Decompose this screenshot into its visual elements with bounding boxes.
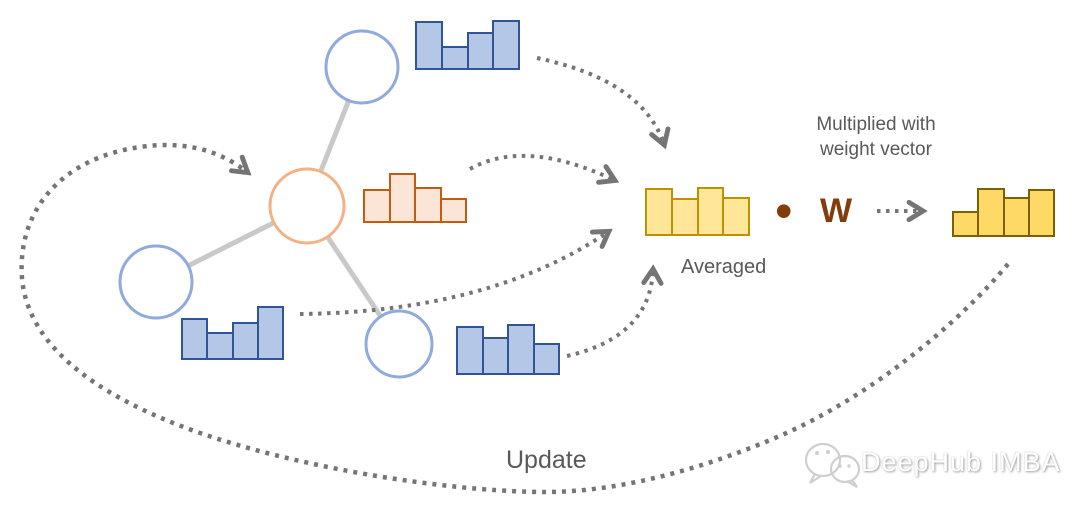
hist-bar bbox=[952, 211, 980, 237]
arrow-center-to-averaged bbox=[469, 153, 620, 185]
histogram-output bbox=[952, 188, 1055, 237]
node-top bbox=[324, 29, 400, 105]
update-label: Update bbox=[506, 446, 587, 474]
node-bottom bbox=[364, 309, 434, 379]
hist-bar bbox=[256, 306, 284, 360]
watermark-text: DeepHub IMBA bbox=[861, 447, 1061, 477]
node-bottom-left bbox=[118, 244, 194, 320]
hist-bar bbox=[532, 342, 560, 375]
wechat-icon bbox=[804, 442, 861, 488]
histogram-neighbor-bottom-left bbox=[181, 306, 284, 360]
weight-vector-symbol: W bbox=[820, 192, 853, 230]
histogram-neighbor-top bbox=[415, 20, 520, 70]
arrow-top-to-averaged bbox=[536, 56, 671, 150]
hist-bar bbox=[1027, 188, 1055, 237]
hist-bar bbox=[466, 31, 495, 70]
hist-bar bbox=[507, 324, 535, 375]
hist-bar bbox=[206, 331, 234, 360]
multiplied-line2: weight vector bbox=[820, 139, 932, 160]
node-center bbox=[268, 167, 346, 245]
multiplied-line1: Multiplied with bbox=[816, 114, 936, 135]
hist-bar bbox=[492, 20, 520, 70]
multiplied-with-weight-vector-label: Multiplied with weight vector bbox=[790, 112, 962, 162]
hist-bar bbox=[722, 197, 750, 236]
arrow-update-loop bbox=[19, 142, 1010, 495]
hist-bar bbox=[1002, 196, 1030, 237]
hist-bar bbox=[181, 317, 209, 360]
averaged-label: Averaged bbox=[681, 256, 767, 278]
arrow-bottom-to-averaged bbox=[566, 264, 664, 358]
hist-bar bbox=[414, 187, 442, 223]
histogram-center-node bbox=[363, 173, 467, 223]
hist-bar bbox=[670, 198, 699, 236]
histogram-neighbor-bottom bbox=[456, 324, 560, 375]
arrow-bottom-left-to-averaged bbox=[299, 228, 613, 316]
hist-bar bbox=[977, 188, 1005, 237]
hist-bar bbox=[415, 21, 443, 70]
hist-bar bbox=[231, 322, 259, 360]
hist-bar bbox=[645, 187, 673, 236]
hist-bar bbox=[440, 46, 469, 70]
hist-bar bbox=[696, 187, 725, 236]
hist-bar bbox=[439, 198, 467, 223]
histogram-averaged bbox=[645, 187, 750, 236]
hist-bar bbox=[456, 326, 484, 375]
hist-bar bbox=[481, 336, 509, 375]
dot-product-operator: • bbox=[775, 183, 793, 239]
hist-bar bbox=[363, 189, 391, 223]
hist-bar bbox=[388, 173, 416, 223]
